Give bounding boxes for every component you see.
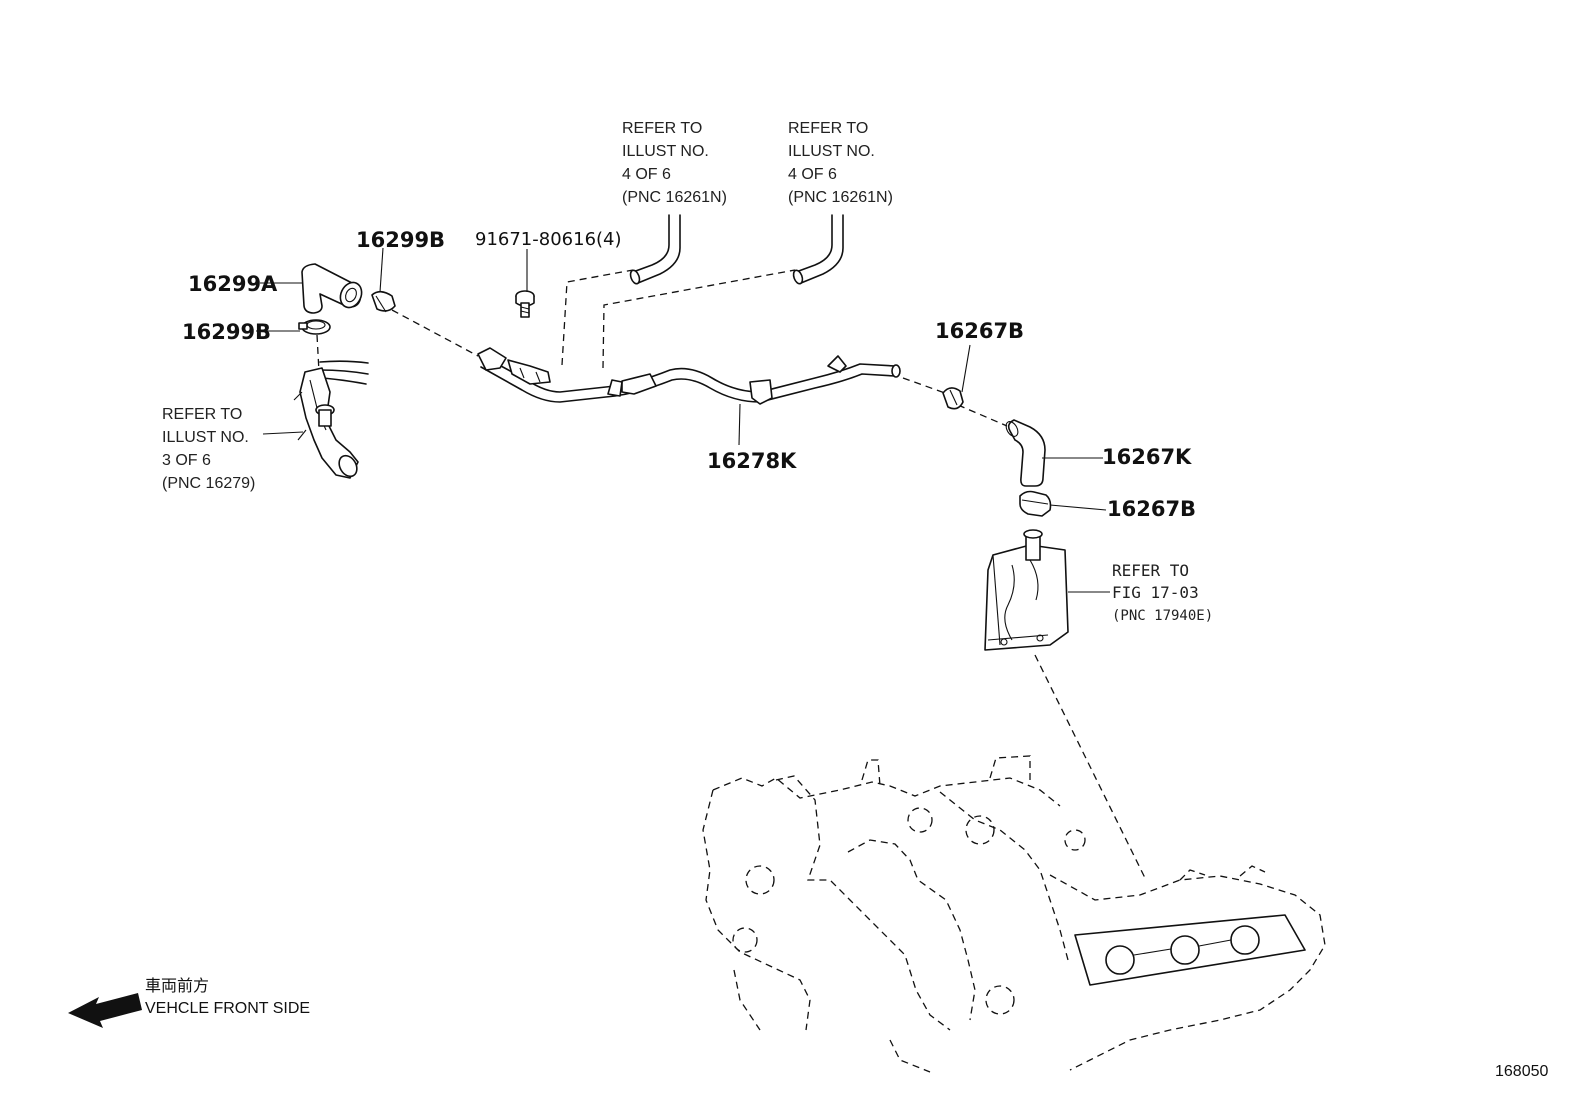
ref-line: 3 OF 6 [162, 452, 211, 469]
ref-line: FIG 17-03 [1112, 583, 1199, 602]
legend-japanese: 車両前方 [145, 977, 209, 995]
assembly-dashed-lines [316, 269, 1147, 881]
hose-16261n-a-icon [629, 214, 681, 285]
hose-16299a-icon [301, 263, 363, 314]
hose-16267k-icon [1005, 419, 1046, 487]
label-16267k: 16267K [1102, 445, 1192, 469]
pipe-16278k-icon [477, 347, 901, 405]
ref-illust4-a: REFER TO ILLUST NO. 4 OF 6 (PNC 16261N) [622, 120, 727, 206]
clamp-16299b-left-icon [298, 319, 331, 335]
engine-phantom-icon [702, 755, 1326, 1073]
ref-line: 4 OF 6 [788, 166, 837, 183]
label-bolt-91671: 91671-80616(4) [475, 229, 622, 250]
legend-english: VEHCLE FRONT SIDE [145, 1000, 310, 1017]
clamp-16299b-top-icon [371, 290, 396, 313]
ref-line: (PNC 16279) [162, 475, 255, 492]
ref-line: ILLUST NO. [788, 143, 875, 160]
label-16267b-bottom: 16267B [1107, 497, 1196, 521]
label-16267b-top: 16267B [935, 319, 1024, 343]
hose-16261n-b-icon [792, 214, 844, 285]
label-16299b-top: 16299B [356, 228, 445, 252]
label-16299b-left: 16299B [182, 320, 271, 344]
ref-line: REFER TO [1112, 561, 1189, 580]
bolt-91671-icon [515, 290, 535, 318]
bypass-housing-17940e-icon [984, 529, 1069, 651]
ref-line: ILLUST NO. [162, 429, 249, 446]
ref-illust4-b: REFER TO ILLUST NO. 4 OF 6 (PNC 16261N) [788, 120, 893, 206]
clamp-16267b-upper-icon [942, 387, 964, 410]
label-16299a: 16299A [188, 272, 278, 296]
label-16278k: 16278K [707, 449, 797, 473]
ref-line: REFER TO [788, 120, 868, 137]
ref-fig17: REFER TO FIG 17-03 (PNC 17940E) [1112, 561, 1213, 624]
ref-line: REFER TO [622, 120, 702, 137]
ref-line: (PNC 16261N) [788, 189, 893, 206]
leader-lines [256, 247, 1110, 593]
illustration-number: 168050 [1495, 1063, 1548, 1080]
ref-illust3: REFER TO ILLUST NO. 3 OF 6 (PNC 16279) [162, 406, 255, 492]
clamp-16267b-lower-icon [1019, 490, 1052, 517]
ref-line: (PNC 17940E) [1112, 608, 1213, 624]
vehicle-front-arrow-icon [68, 993, 142, 1028]
ref-line: (PNC 16261N) [622, 189, 727, 206]
water-outlet-assembly-icon [293, 360, 369, 479]
ref-line: REFER TO [162, 406, 242, 423]
ref-line: 4 OF 6 [622, 166, 671, 183]
ref-line: ILLUST NO. [622, 143, 709, 160]
